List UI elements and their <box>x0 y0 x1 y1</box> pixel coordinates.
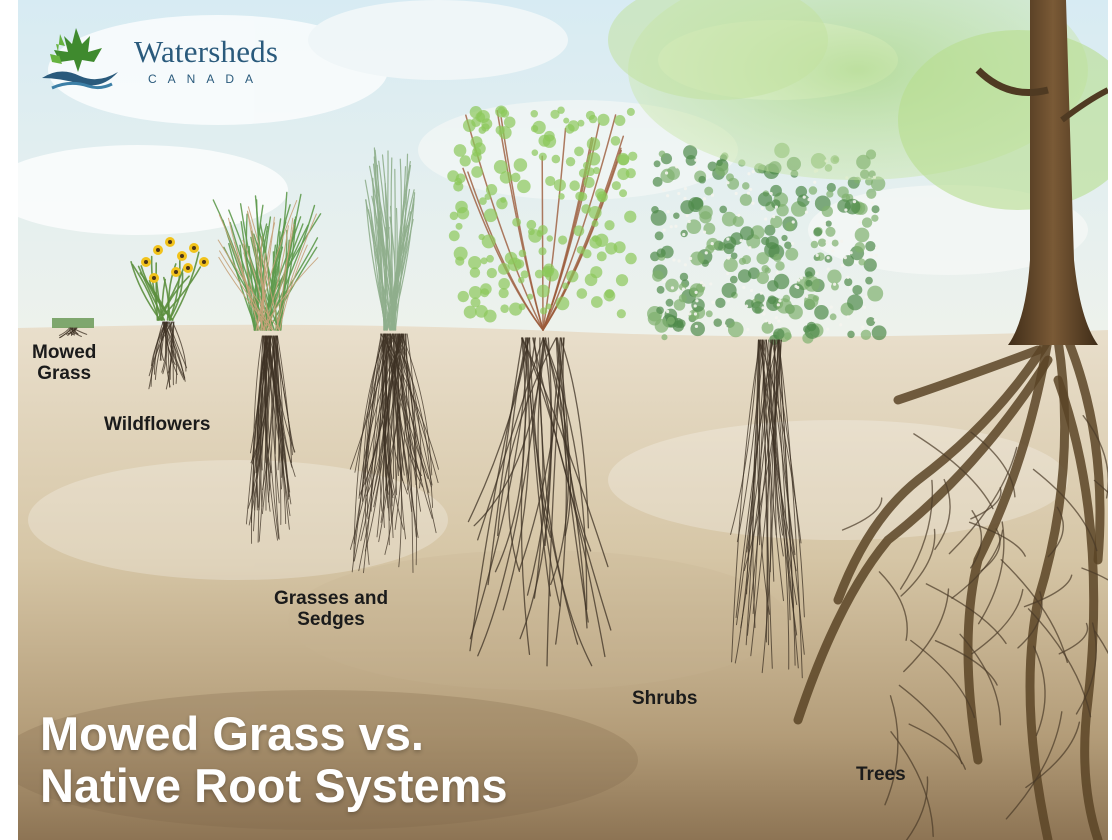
label-grasses-sedges: Grasses and Sedges <box>274 588 388 630</box>
title-line1: Mowed Grass vs. <box>40 708 508 760</box>
title-line2: Native Root Systems <box>40 760 508 812</box>
label-grasses-line1: Grasses and <box>274 588 388 609</box>
label-wildflowers: Wildflowers <box>104 414 210 435</box>
label-trees: Trees <box>856 764 906 785</box>
label-mowed-grass: Mowed Grass <box>32 342 96 384</box>
label-mowed-line2: Grass <box>32 363 96 384</box>
watersheds-canada-logo: Watersheds CANADA <box>38 22 298 102</box>
logo-subtitle: CANADA <box>148 72 264 86</box>
label-grasses-line2: Sedges <box>274 609 388 630</box>
logo-name: Watersheds <box>134 34 278 70</box>
label-mowed-line1: Mowed <box>32 342 96 363</box>
page-title: Mowed Grass vs. Native Root Systems <box>40 708 508 812</box>
label-shrubs: Shrubs <box>632 688 697 709</box>
maple-leaf-water-icon <box>38 22 120 94</box>
illustration-canvas: Watersheds CANADA Mowed Grass Wildflower… <box>18 0 1108 840</box>
